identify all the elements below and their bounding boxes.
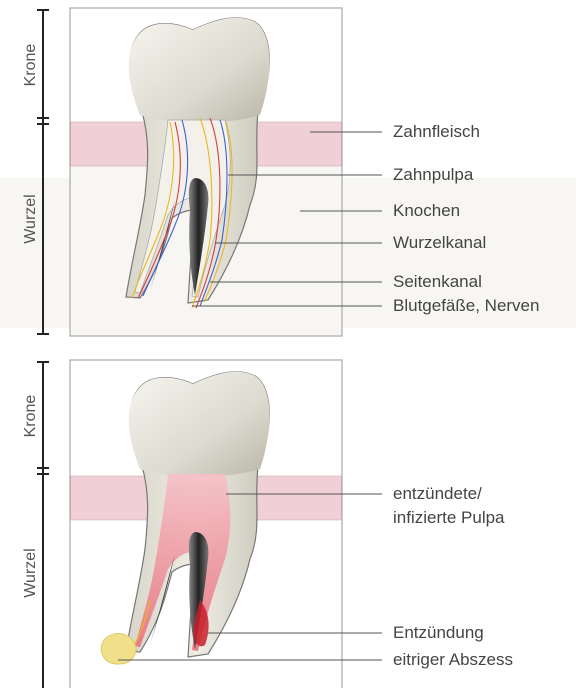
label-vessels-nerves: Blutgefäße, Nerven <box>393 295 539 317</box>
bottom-gum-right <box>252 476 342 520</box>
bottom-gum-left <box>71 476 156 520</box>
top-gum-right <box>252 122 342 166</box>
label-inflamed-pulp-line2: infizierte Pulpa <box>393 507 505 529</box>
label-bone: Knochen <box>393 200 460 222</box>
label-gum: Zahnfleisch <box>393 121 480 143</box>
label-side-canal: Seitenkanal <box>393 271 482 293</box>
top-crown-label: Krone <box>22 30 44 100</box>
top-gum-left <box>71 122 156 166</box>
bottom-root-label: Wurzel <box>22 538 44 608</box>
label-root-canal: Wurzelkanal <box>393 232 486 254</box>
label-abscess: eitriger Abszess <box>393 649 513 671</box>
label-pulp: Zahnpulpa <box>393 164 473 186</box>
top-diagram <box>37 8 342 336</box>
top-root-label: Wurzel <box>22 184 44 254</box>
label-inflamed-pulp-line1: entzündete/ <box>393 483 482 505</box>
bottom-crown-label: Krone <box>22 381 44 451</box>
label-inflammation: Entzündung <box>393 622 484 644</box>
bottom-diagram <box>37 360 342 688</box>
